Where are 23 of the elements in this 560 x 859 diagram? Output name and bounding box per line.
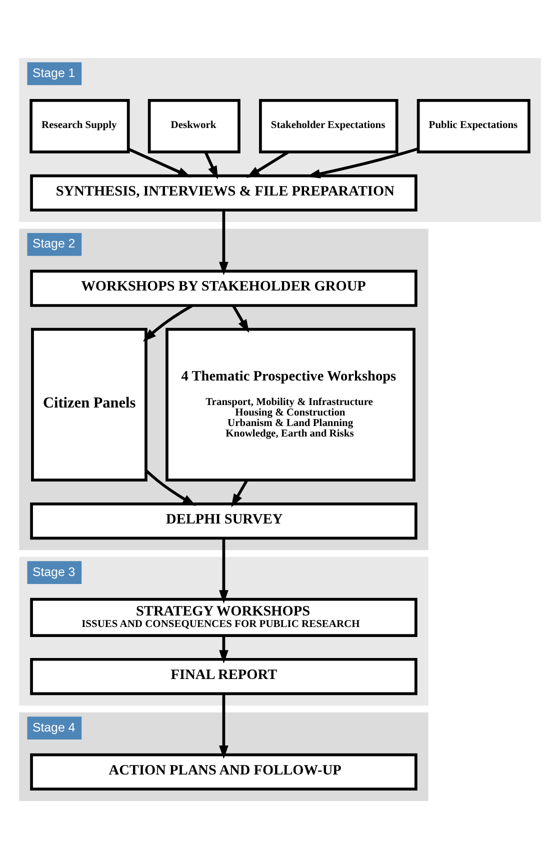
node-box: Citizen Panels [31, 328, 148, 482]
node-box: DELPHI SURVEY [30, 502, 418, 540]
arrow [219, 694, 228, 759]
arrow [219, 538, 228, 604]
node-box: STRATEGY WORKSHOPS ISSUES AND CONSEQUENCES FOR PUBLIC RESEARCH [30, 598, 418, 637]
arrow [204, 151, 218, 180]
arrow [231, 479, 248, 508]
node-box: ACTION PLANS AND FOLLOW-UP [30, 753, 418, 791]
node-box: SYNTHESIS, INTERVIEWS & FILE PREPARATION [30, 174, 418, 212]
arrow [145, 470, 196, 506]
arrow [246, 150, 290, 178]
node-box: WORKSHOPS BY STAKEHOLDER GROUP [30, 270, 418, 307]
arrow [219, 210, 228, 276]
node-box: FINAL REPORT [30, 658, 418, 696]
node-box: Research Supply [30, 98, 130, 154]
arrow [142, 304, 193, 342]
node-box: Stakeholder Expectations [259, 98, 398, 154]
node-box: 4 Thematic Prospective Workshops Transport, Mobility & Infrastructure Housing & Construction Urbanism & Land Planning Knowledge, Earth and Risks [166, 328, 416, 482]
node-box: Deskwork [148, 98, 240, 154]
node-box: Public Expectations [416, 98, 530, 154]
arrow [128, 148, 192, 178]
arrow [219, 636, 228, 664]
arrow [232, 304, 250, 333]
